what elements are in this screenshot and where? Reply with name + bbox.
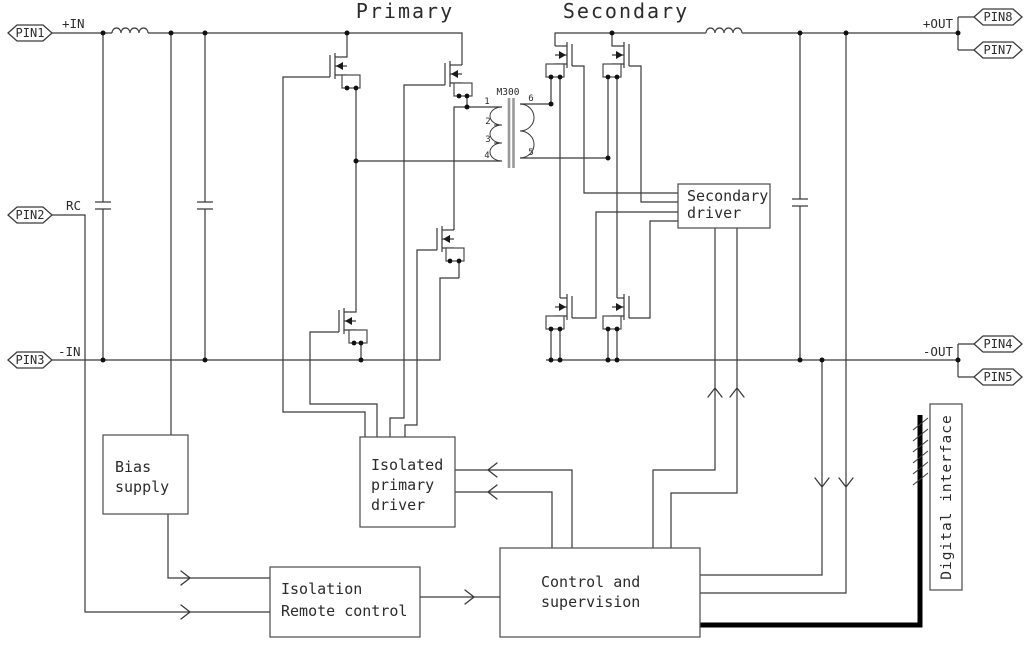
pin4-connector: PIN4: [973, 335, 1023, 353]
arrow-up-icon: [707, 386, 723, 398]
pin8-label: PIN8: [984, 10, 1013, 24]
primary-driver-feedback-wires: [455, 462, 573, 548]
output-inductor: [705, 27, 743, 34]
secondary-top-rail: [554, 27, 958, 46]
secondary-driver-block: Secondary driver: [677, 183, 771, 229]
primary-bottom-rail: [52, 277, 459, 361]
isolated-primary-driver-label: primary: [371, 476, 434, 494]
bias-output-wire: [167, 514, 270, 586]
pin4-label: PIN4: [984, 337, 1013, 351]
pin1-connector: PIN1: [7, 24, 53, 42]
mosfet-primary-high-right: [389, 61, 473, 437]
mosfet-primary-high-left: [282, 33, 366, 437]
arrow-down-icon: [838, 477, 854, 489]
transformer-tap-4: 4: [484, 151, 489, 161]
primary-top-rail: [52, 27, 463, 65]
rc-wire: [52, 214, 270, 620]
mosfet-secondary-high-right: [602, 33, 678, 298]
digital-interface-label: Digital interface: [939, 414, 955, 579]
transformer-part-label: M300: [497, 87, 520, 98]
isolation-to-control-wire: [420, 589, 500, 605]
digital-bus: [700, 415, 929, 628]
mosfet-secondary-low-right: [602, 220, 678, 360]
pin3-label: PIN3: [16, 353, 45, 367]
bias-supply-label: supply: [115, 478, 169, 496]
pin7-label: PIN7: [984, 43, 1013, 57]
mosfet-secondary-high-left: [545, 42, 678, 298]
isolation-remote-control-block: Isolation Remote control: [269, 566, 421, 638]
control-supervision-label: Control and: [541, 573, 640, 591]
net-label-vout-neg: -OUT: [923, 344, 954, 359]
arrow-right-icon: [180, 570, 192, 586]
output-sense-wires: [700, 33, 854, 594]
transformer-tap-5: 5: [528, 148, 533, 158]
junction-dots: [100, 30, 961, 363]
input-cap-2: [197, 33, 213, 360]
arrow-down-icon: [814, 477, 830, 489]
control-supervision-block: Control and supervision: [499, 547, 701, 638]
net-label-vout-pos: +OUT: [923, 16, 954, 31]
arrow-right-icon: [464, 589, 476, 605]
bias-supply-label: Bias: [115, 458, 151, 476]
pin5-label: PIN5: [984, 370, 1013, 384]
net-label-vin-pos: +IN: [62, 16, 85, 31]
output-cap: [792, 33, 808, 360]
transformer-tap-3: 3: [485, 135, 490, 145]
pin2-label: PIN2: [16, 208, 45, 222]
isolation-remote-label: Remote control: [281, 602, 407, 620]
primary-section-title: Primary: [356, 0, 454, 23]
pin1-label: PIN1: [16, 26, 45, 40]
pin2-connector: PIN2: [7, 206, 53, 224]
pin7-connector: PIN7: [973, 41, 1023, 59]
transformer-core: [507, 98, 515, 168]
arrow-left-icon: [486, 462, 498, 478]
net-label-rc: RC: [66, 198, 81, 213]
secondary-driver-label: driver: [687, 204, 741, 222]
net-label-vin-neg: -IN: [58, 344, 81, 359]
transformer: [356, 98, 608, 230]
pin8-connector: PIN8: [973, 8, 1023, 26]
secondary-driver-label: Secondary: [687, 187, 768, 205]
bias-supply-block: Bias supply: [102, 434, 189, 515]
control-supervision-label: supervision: [541, 593, 640, 611]
transformer-tap-2: 2: [485, 117, 490, 127]
isolated-primary-driver-block: Isolated primary driver: [359, 436, 456, 528]
arrow-left-icon: [486, 484, 498, 500]
digital-interface-block: Digital interface: [929, 403, 963, 591]
secondary-driver-control-wires: [652, 228, 745, 548]
input-inductor: [111, 27, 149, 34]
pin5-connector: PIN5: [973, 368, 1023, 386]
input-cap-1: [95, 33, 111, 360]
transformer-tap-6: 6: [528, 94, 533, 104]
arrow-up-icon: [729, 386, 745, 398]
arrow-right-icon: [180, 604, 192, 620]
mosfet-primary-low-left: [309, 161, 378, 437]
isolation-remote-label: Isolation: [281, 580, 362, 598]
mosfet-primary-low-right: [404, 226, 465, 437]
isolated-primary-driver-label: driver: [371, 496, 425, 514]
pin3-connector: PIN3: [7, 351, 53, 369]
isolated-primary-driver-label: Isolated: [371, 456, 443, 474]
secondary-section-title: Secondary: [563, 0, 689, 23]
transformer-tap-1: 1: [484, 97, 489, 107]
mosfet-secondary-low-left: [545, 211, 678, 360]
